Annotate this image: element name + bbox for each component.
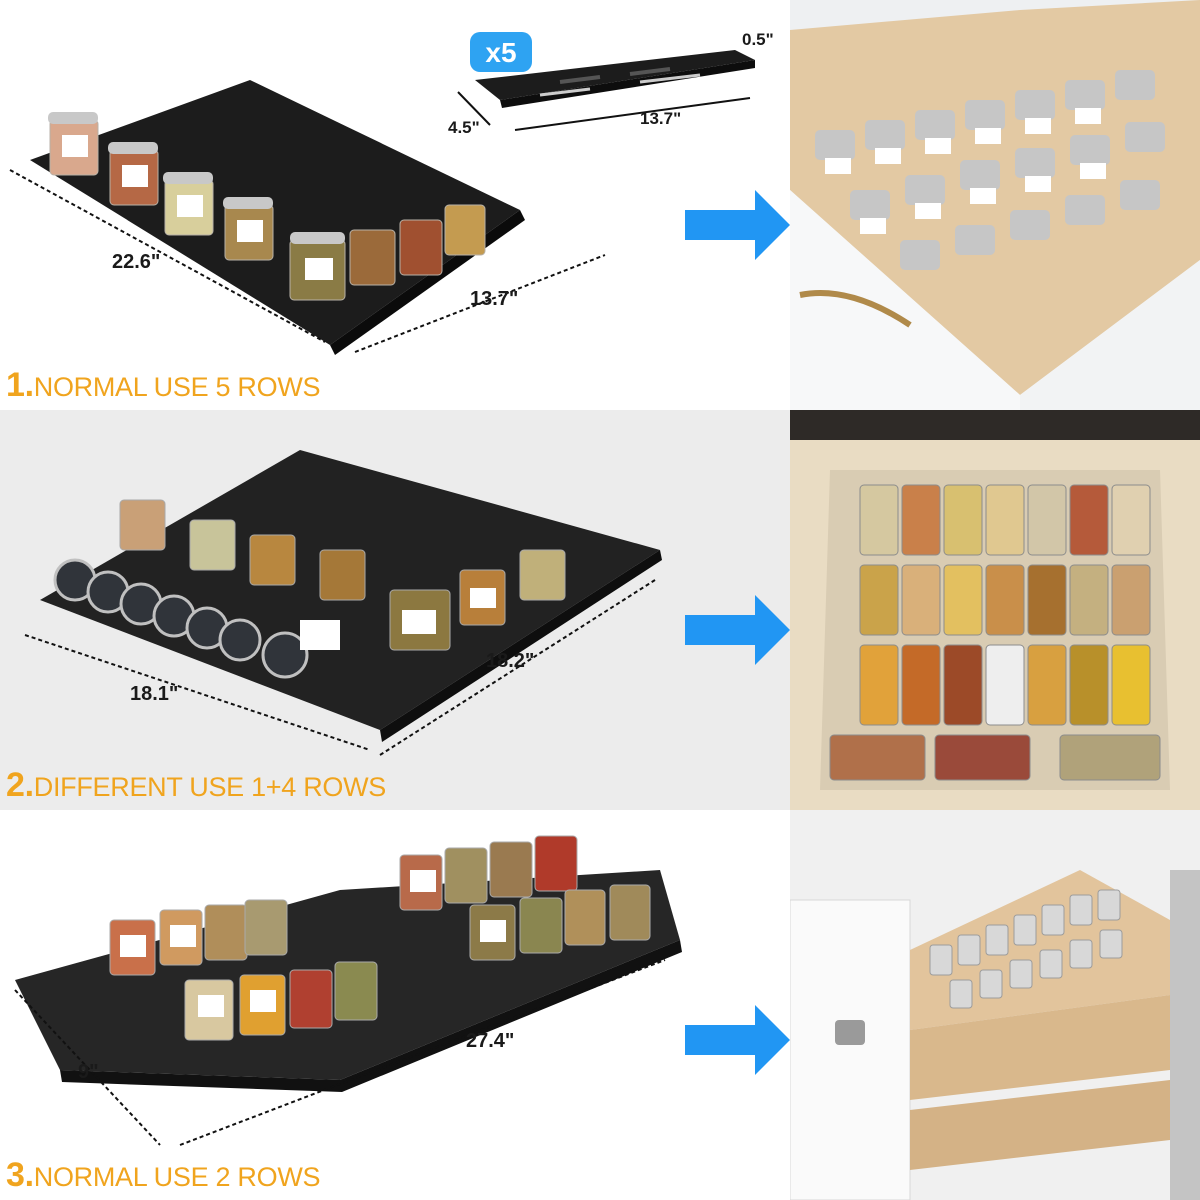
arrow-right-icon xyxy=(685,595,790,665)
tray-illustration-5-rows: x5 0.5" 4.5" 13.7" xyxy=(9,30,790,355)
section-normal-2-rows: 9" 27.4" 3.NORMAL USE 2 ROWS xyxy=(0,810,1200,1200)
section-caption: 1.NORMAL USE 5 ROWS xyxy=(6,366,321,405)
tray-width-label: 18.2" xyxy=(486,650,534,672)
insert-length-label: 13.7" xyxy=(640,109,681,128)
section-caption: 3.NORMAL USE 2 ROWS xyxy=(6,1156,321,1195)
section-caption-text: NORMAL USE 2 ROWS xyxy=(33,1162,321,1192)
single-insert-diagram: x5 0.5" 4.5" 13.7" xyxy=(448,30,774,137)
tray-length-label: 18.1" xyxy=(130,683,178,705)
tray-illustration-1-4-rows: 18.1" 18.2" xyxy=(24,450,790,756)
drawer-photo-1-4-rows xyxy=(790,410,1200,810)
tray-1-4-rows: 18.1" 18.2" xyxy=(24,450,662,756)
section-caption-text: DIFFERENT USE 1+4 ROWS xyxy=(33,772,387,802)
tray-2-rows: 9" 27.4" xyxy=(14,835,682,1146)
quantity-badge-text: x5 xyxy=(485,37,516,68)
section-different-1-4-rows: 18.1" 18.2" 2.DIFFERENT USE 1+4 ROWS xyxy=(0,410,1200,810)
section-caption-text: NORMAL USE 5 ROWS xyxy=(33,372,321,402)
section-number: 3. xyxy=(6,1156,34,1194)
tray-width-label: 13.7" xyxy=(470,288,518,310)
tray-width-label: 9" xyxy=(78,1061,99,1083)
drawer-photo-2-rows xyxy=(790,810,1200,1200)
arrow-right-icon xyxy=(685,1005,790,1075)
tray-length-label: 22.6" xyxy=(112,251,160,273)
insert-plate xyxy=(475,50,755,100)
section-normal-5-rows: x5 0.5" 4.5" 13.7" xyxy=(0,0,1200,410)
tray-length-label: 27.4" xyxy=(466,1030,514,1052)
quantity-badge xyxy=(470,32,532,72)
section-number: 1. xyxy=(6,366,34,404)
tray-5-rows: 22.6" 13.7" xyxy=(9,80,606,355)
insert-height-label: 0.5" xyxy=(742,30,774,49)
section-caption: 2.DIFFERENT USE 1+4 ROWS xyxy=(6,766,386,805)
tray-illustration-2-rows: 9" 27.4" xyxy=(14,835,790,1146)
section-number: 2. xyxy=(6,766,34,804)
arrow-right-icon xyxy=(685,190,790,260)
insert-width-label: 4.5" xyxy=(448,118,480,137)
drawer-photo-5-rows xyxy=(790,0,1200,410)
